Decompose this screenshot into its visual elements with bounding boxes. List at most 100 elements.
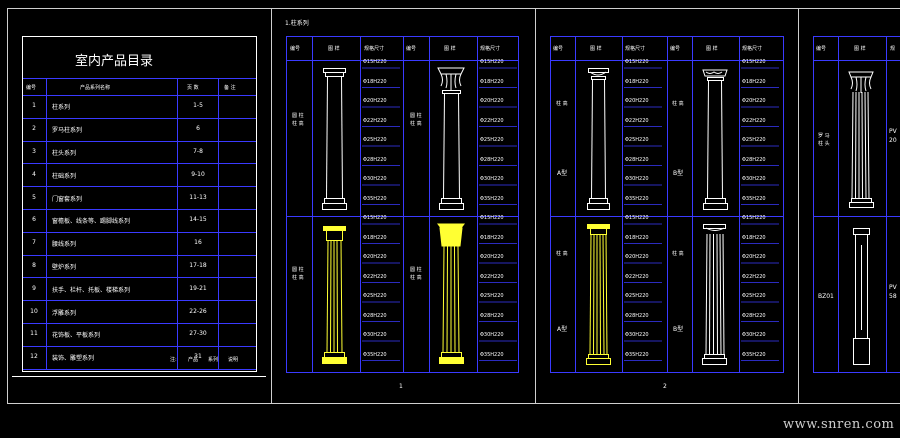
sheet3-side-code-3: PV: [889, 284, 897, 291]
size-spec: Φ30H220: [480, 332, 504, 338]
column-drawing-corinthian: [437, 67, 465, 210]
sheet1-header-size-2: 规格尺寸: [480, 46, 501, 52]
size-spec: Φ18H220: [363, 78, 387, 85]
size-spec: Φ15H220: [480, 59, 504, 65]
catalog-row-name: 壁炉系列: [52, 264, 77, 271]
size-spec: Φ28H220: [480, 312, 504, 319]
catalog-row-pages: 19-21: [189, 284, 207, 292]
column-drawing-ionic: [702, 69, 728, 210]
size-spec: Φ20H220: [625, 254, 649, 260]
size-spec: Φ28H220: [363, 312, 387, 319]
sheet2-header-no-1: 编号: [553, 46, 564, 52]
catalog-row-pages: 27-30: [189, 330, 207, 338]
sheet1-label-top-a: 圆 柱: [292, 113, 304, 119]
sheet1-page-number: 1: [399, 383, 403, 390]
size-spec: Φ30H220: [363, 332, 387, 338]
column-drawing-roman-fluted: [848, 71, 874, 208]
catalog-row-no: 5: [32, 193, 36, 201]
sheet2-header-size-1: 规格尺寸: [625, 46, 646, 52]
catalog-row-name: 柱头系列: [52, 150, 77, 157]
size-spec: Φ35H220: [480, 351, 504, 358]
size-spec: Φ35H220: [625, 351, 649, 358]
sheet1-label-bottom-c: 圆 柱: [410, 267, 422, 273]
sheet1-size-rules: [362, 67, 517, 361]
sheet3-side-code-1: PV: [889, 128, 897, 135]
catalog-row-no: 6: [32, 216, 36, 224]
size-spec: Φ28H220: [625, 156, 649, 163]
size-spec: Φ20H220: [742, 254, 766, 260]
size-spec: Φ25H220: [625, 137, 649, 143]
catalog-header-0: 编号: [26, 85, 37, 91]
size-spec: Φ20H220: [742, 98, 766, 104]
catalog-row-name: 浮雕系列: [52, 309, 77, 317]
size-spec: Φ15H220: [363, 59, 387, 65]
catalog-row-no: 11: [30, 330, 38, 338]
size-spec: Φ30H220: [625, 176, 649, 182]
size-spec: Φ28H220: [742, 156, 766, 163]
watermark: www.snren.com: [783, 417, 895, 432]
column-drawing-fluted-white: [702, 224, 727, 365]
size-spec: Φ22H220: [480, 117, 504, 124]
catalog-header-1: 产品系列名称: [80, 85, 111, 91]
catalog-row-name: 窗檐板、线条等、踢脚线系列: [52, 218, 131, 226]
size-spec: Φ25H220: [480, 293, 504, 299]
sheet2-type-label-1: A型: [557, 170, 568, 177]
catalog-row-pages: 7-8: [193, 148, 203, 155]
size-spec: Φ22H220: [480, 273, 504, 280]
catalog-row-name: 装饰、雕塑系列: [52, 355, 95, 363]
size-spec: Φ35H220: [742, 351, 766, 358]
sheet1-table-grid: [286, 36, 519, 373]
sheet2-note-3: 柱 高: [556, 251, 568, 257]
size-spec: Φ25H220: [480, 137, 504, 143]
sheet2-header-drawing-2: 图 样: [706, 46, 718, 52]
sheet1-label-bottom-d: 柱 高: [410, 275, 422, 281]
size-spec: Φ28H220: [363, 156, 387, 163]
catalog-footer-note: 注:: [170, 357, 177, 363]
size-spec: Φ30H220: [480, 176, 504, 182]
size-spec: Φ18H220: [480, 234, 504, 241]
catalog-row-pages: 22-26: [189, 307, 207, 315]
catalog-row-pages: 6: [196, 125, 200, 133]
catalog-row-pages: 31: [194, 353, 202, 361]
sheet3-header-no: 编号: [816, 46, 827, 52]
catalog-header-3: 备 注: [224, 85, 236, 91]
column-drawing-tuscan: [587, 68, 610, 210]
catalog-row-name: 罗马柱系列: [52, 127, 83, 135]
catalog-row-no: 2: [32, 125, 36, 133]
size-spec: Φ30H220: [625, 332, 649, 338]
sheet1-header-drawing-2: 图 样: [444, 46, 456, 52]
sheet3-header-size: 规: [890, 46, 896, 52]
size-spec: Φ15H220: [480, 215, 504, 221]
catalog-footer-product: 产品: [188, 357, 199, 363]
sheet1-label-bottom-a: 圆 柱: [292, 267, 304, 273]
catalog-row-pages: 9-10: [191, 170, 205, 178]
size-spec: Φ35H220: [480, 195, 504, 202]
sheet1-header-drawing-1: 图 样: [328, 46, 340, 52]
catalog-row-pages: 14-15: [189, 216, 207, 224]
sheet2-note-1: 柱 高: [556, 101, 568, 107]
size-spec: Φ20H220: [480, 254, 504, 260]
size-spec: Φ22H220: [363, 273, 387, 280]
size-spec: Φ22H220: [742, 273, 766, 280]
size-spec: Φ30H220: [742, 332, 766, 338]
size-spec: Φ28H220: [625, 312, 649, 319]
sheet1-label-bottom-b: 柱 高: [292, 275, 304, 281]
sheet2-note-2: 柱 高: [672, 101, 684, 107]
size-spec: Φ15H220: [363, 215, 387, 221]
sheet3-note-2: 柱 头: [818, 141, 830, 147]
column-drawing-fluted-yellow: [322, 226, 347, 364]
sheet2-type-label-3: A型: [557, 326, 568, 333]
size-spec: Φ15H220: [625, 215, 649, 221]
size-spec: Φ18H220: [480, 78, 504, 85]
size-spec: Φ25H220: [742, 137, 766, 143]
catalog-row-name: 门窗套系列: [52, 195, 83, 203]
catalog-row-no: 1: [32, 102, 36, 110]
sheet2-page-number: 2: [663, 383, 667, 390]
sheet1-label-top-b: 柱 高: [292, 121, 304, 127]
sheet3-code: BZ01: [818, 293, 834, 300]
size-spec: Φ20H220: [625, 98, 649, 104]
column-drawing-plain: [322, 68, 347, 210]
catalog-row-name: 花饰板、平板系列: [52, 332, 101, 340]
size-spec: Φ18H220: [625, 234, 649, 241]
